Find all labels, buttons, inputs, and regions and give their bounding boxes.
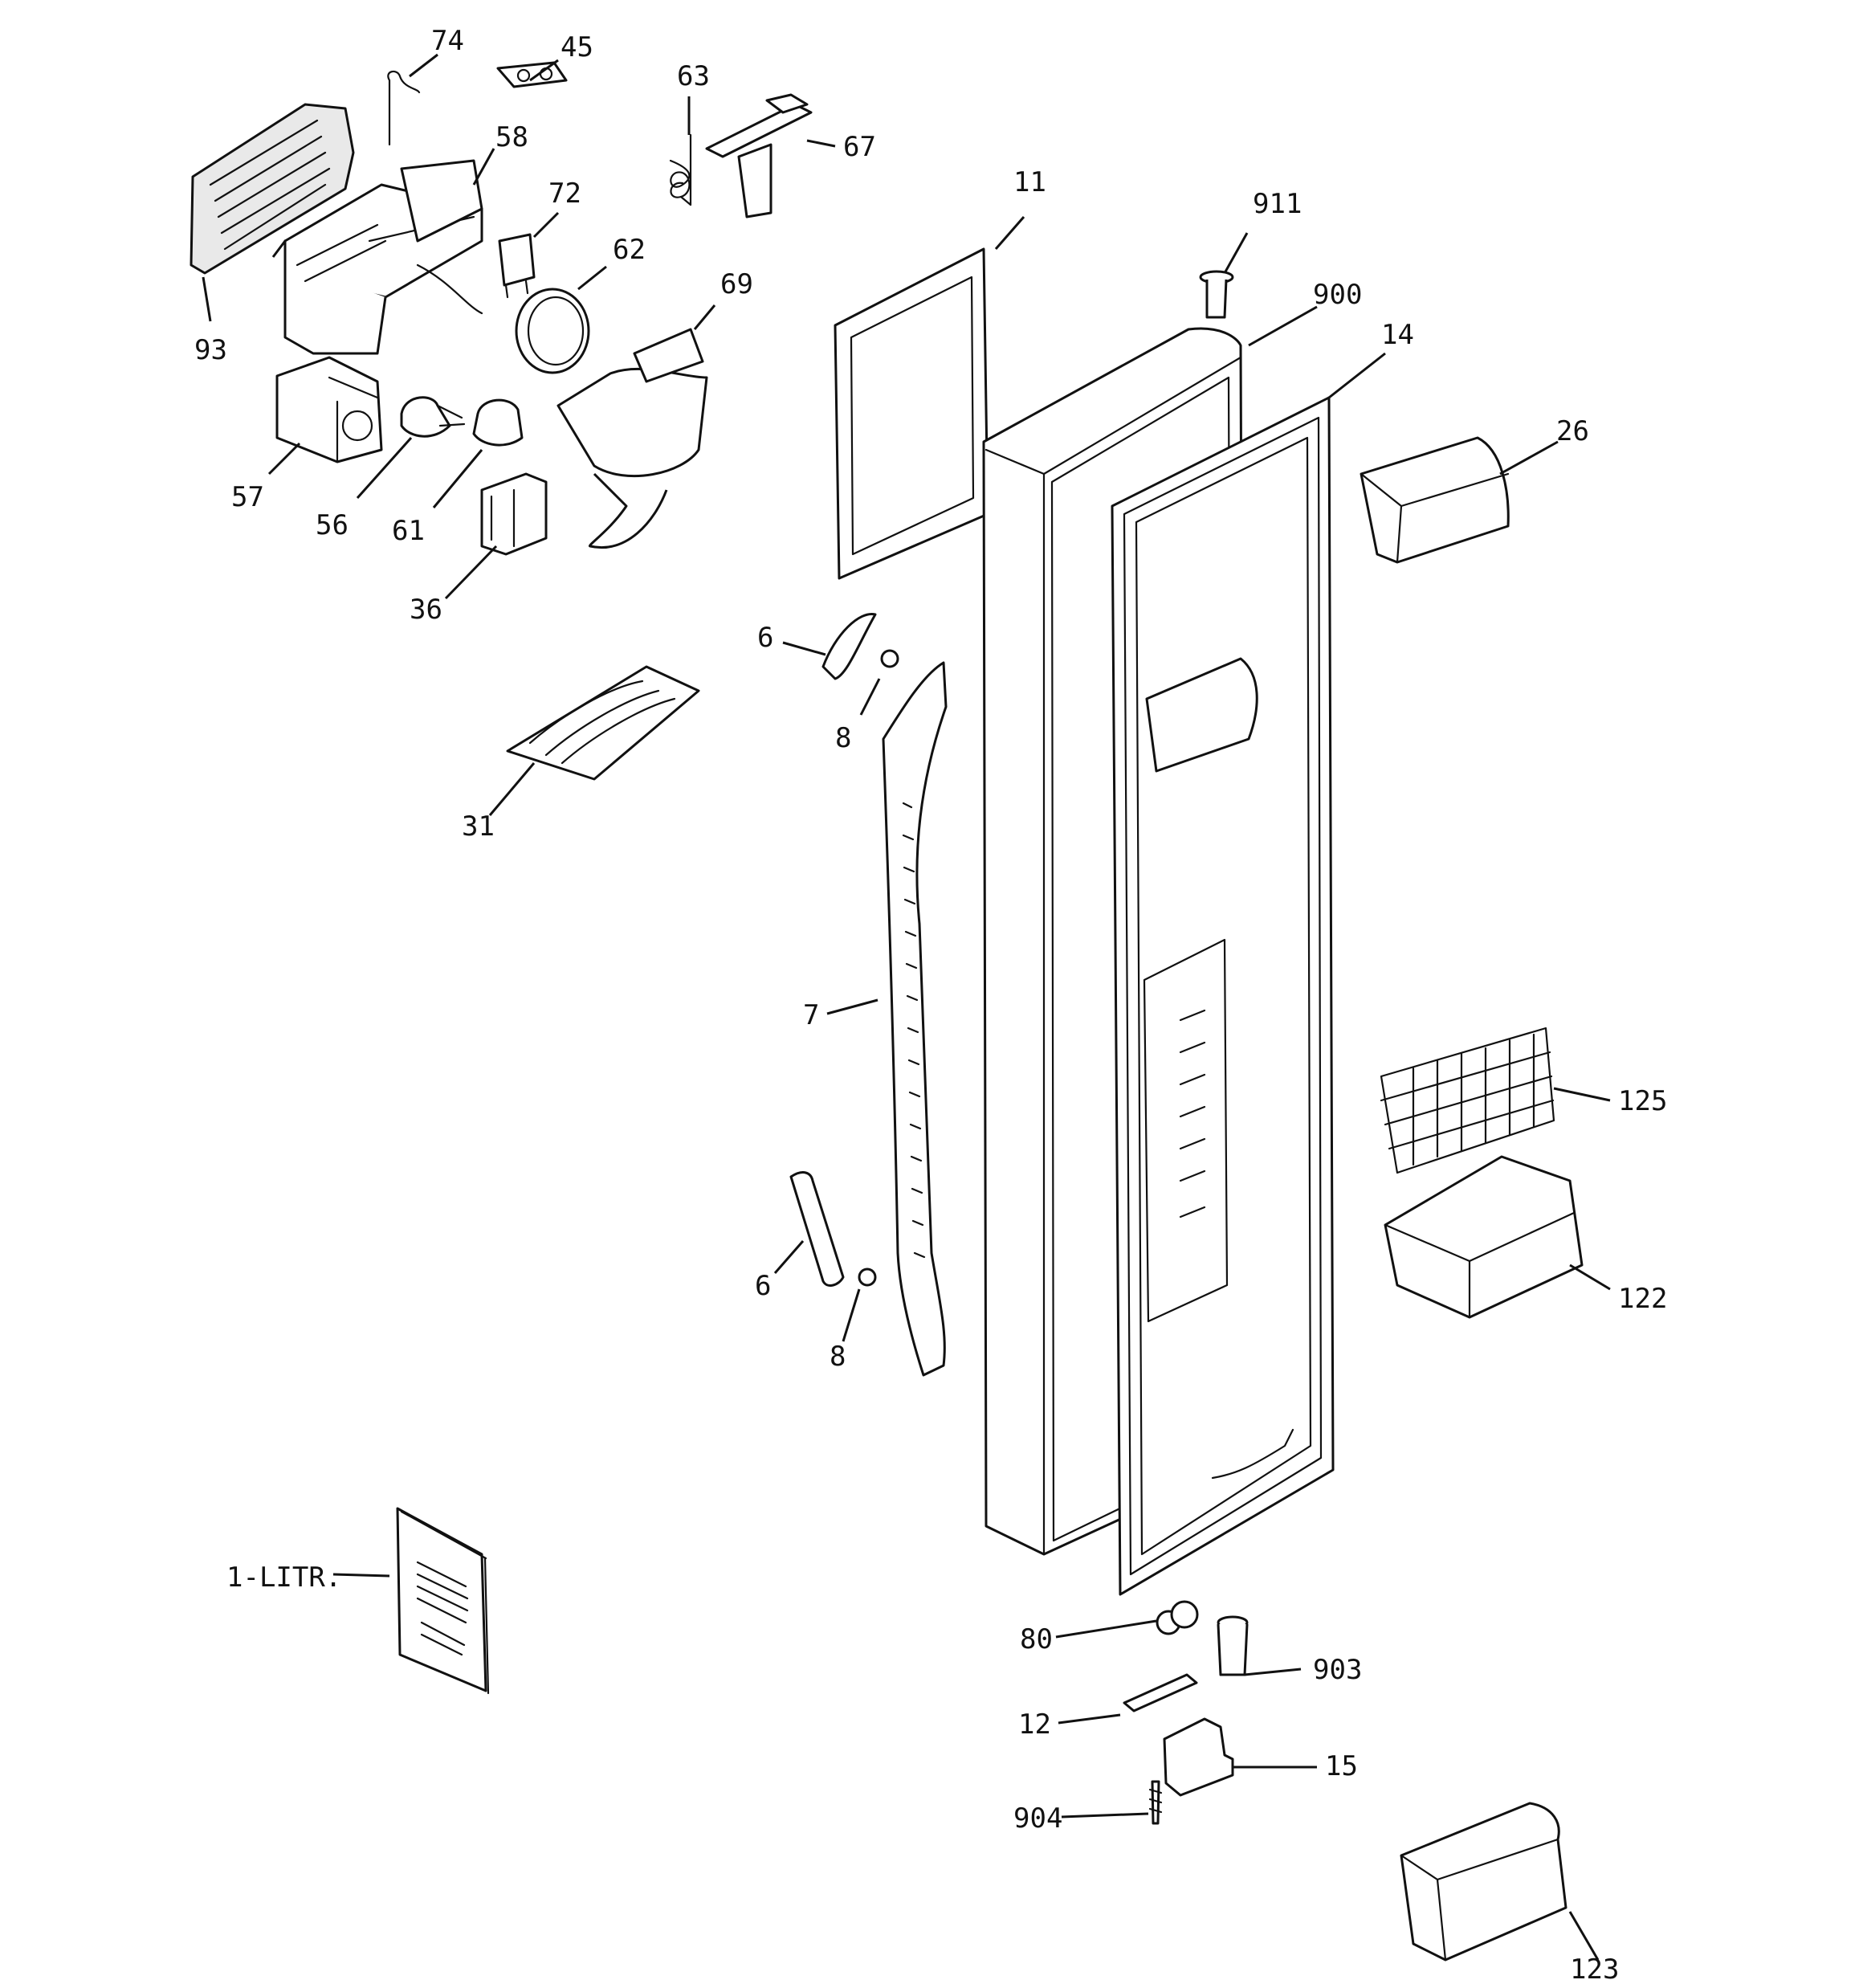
callout-123: 123 <box>1570 1953 1619 1986</box>
callout-12: 12 <box>1018 1708 1051 1741</box>
part-125-wire-basket <box>1380 1027 1555 1174</box>
callout-7: 7 <box>803 999 819 1031</box>
part-903-bushing <box>1217 1615 1249 1676</box>
part-69-ice-chute <box>556 328 708 549</box>
callout-93: 93 <box>194 334 227 366</box>
part-56-bulb <box>400 396 466 438</box>
callout-36: 36 <box>410 594 442 626</box>
callout-56: 56 <box>316 509 349 541</box>
callout-11: 11 <box>1013 166 1046 198</box>
callout-903: 903 <box>1313 1654 1362 1686</box>
callout-69: 69 <box>720 268 753 300</box>
part-6-handle-cap-bottom <box>789 1171 845 1287</box>
part-72-switch <box>498 233 536 299</box>
part-67-bracket <box>705 93 813 218</box>
callout-125: 125 <box>1618 1085 1667 1117</box>
part-6-handle-cap-top <box>821 612 877 680</box>
callout-61: 61 <box>392 515 425 547</box>
callout-8-bottom: 8 <box>830 1341 846 1373</box>
callout-6-top: 6 <box>757 622 773 654</box>
part-7-handle <box>882 661 948 1377</box>
callout-labels: 74 45 58 72 63 67 93 62 69 57 56 61 36 1… <box>194 25 1667 1986</box>
callout-8-top: 8 <box>835 722 851 754</box>
part-80-plug <box>1156 1600 1199 1635</box>
callout-74: 74 <box>431 25 464 57</box>
callout-45: 45 <box>561 31 593 63</box>
part-15-hinge <box>1163 1717 1234 1797</box>
callout-72: 72 <box>548 178 581 210</box>
callout-62: 62 <box>613 234 646 266</box>
part-62-ring <box>515 288 590 374</box>
part-1-litr-manual <box>396 1507 490 1695</box>
part-26-bin <box>1360 436 1510 564</box>
callout-122: 122 <box>1618 1283 1667 1315</box>
part-93-dispenser-cover <box>190 103 355 275</box>
part-14-gasket <box>1111 396 1335 1596</box>
leader-lines <box>202 53 1611 1961</box>
part-57-motor <box>275 356 383 463</box>
callout-26: 26 <box>1556 415 1589 447</box>
callout-31: 31 <box>462 810 495 843</box>
callout-14: 14 <box>1381 319 1414 351</box>
callout-6-bottom: 6 <box>755 1270 771 1302</box>
part-12-hinge-pin <box>1123 1673 1198 1712</box>
part-122-door-bin <box>1384 1155 1584 1319</box>
callout-904: 904 <box>1013 1802 1062 1835</box>
part-wire-connector <box>1211 1428 1294 1480</box>
callout-63: 63 <box>677 60 710 92</box>
part-45-bracket <box>496 61 568 88</box>
part-shelf-bars <box>1179 1009 1206 1219</box>
callout-911: 911 <box>1253 188 1302 220</box>
callout-900: 900 <box>1313 279 1362 311</box>
part-904-screw <box>1148 1780 1163 1825</box>
part-63-spring <box>669 133 692 206</box>
callout-57: 57 <box>231 481 264 513</box>
part-11-door-frame <box>834 247 989 580</box>
part-36-hinge-bracket <box>480 472 548 556</box>
callout-15: 15 <box>1325 1750 1358 1782</box>
part-8-screw-bottom <box>858 1268 877 1287</box>
part-61-socket <box>472 398 524 447</box>
part-74-spring <box>387 70 421 146</box>
part-8-screw-top <box>880 649 899 668</box>
callout-67: 67 <box>843 131 876 163</box>
part-911-bushing <box>1199 270 1234 319</box>
callout-1-litr: 1-LITR. <box>226 1561 341 1594</box>
part-123-bin <box>1400 1802 1567 1961</box>
part-58-dispenser-housing <box>271 159 483 355</box>
callout-80: 80 <box>1020 1623 1053 1655</box>
part-31-tray <box>506 665 700 781</box>
callout-58: 58 <box>495 121 528 153</box>
